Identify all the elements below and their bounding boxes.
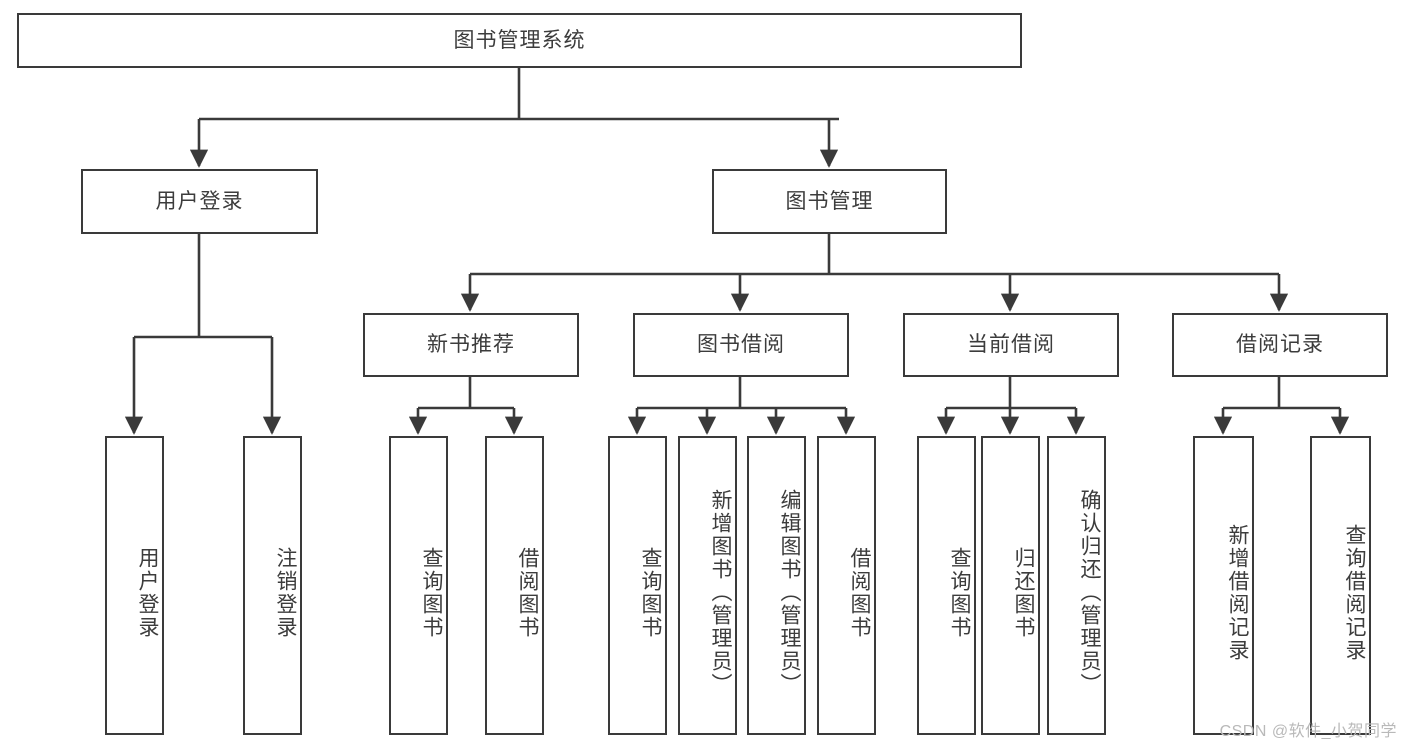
leaf-newbook-borrow-label: 借阅图书	[516, 546, 539, 639]
leaf-borrow-add-label: 新增图书（管理员）	[709, 489, 732, 696]
leaf-current-query-label: 查询图书	[948, 546, 971, 639]
node-book-borrow[interactable]: 图书借阅	[633, 313, 849, 377]
leaf-current-query[interactable]: 查询图书	[917, 436, 976, 735]
node-book-management-label: 图书管理	[785, 189, 874, 213]
leaf-borrow-edit[interactable]: 编辑图书（管理员）	[747, 436, 806, 735]
node-current-borrow-label: 当前借阅	[967, 333, 1055, 357]
leaf-current-confirm-label: 确认归还（管理员）	[1078, 489, 1101, 696]
node-new-book-recommend[interactable]: 新书推荐	[363, 313, 579, 377]
leaf-record-query[interactable]: 查询借阅记录	[1310, 436, 1371, 735]
leaf-user-logout-label: 注销登录	[274, 546, 297, 639]
leaf-newbook-query[interactable]: 查询图书	[389, 436, 448, 735]
node-user-login[interactable]: 用户登录	[81, 169, 318, 234]
leaf-newbook-borrow[interactable]: 借阅图书	[485, 436, 544, 735]
node-borrow-record-label: 借阅记录	[1236, 333, 1324, 357]
leaf-borrow-query[interactable]: 查询图书	[608, 436, 667, 735]
leaf-borrow-lend[interactable]: 借阅图书	[817, 436, 876, 735]
node-book-borrow-label: 图书借阅	[697, 333, 785, 357]
node-current-borrow[interactable]: 当前借阅	[903, 313, 1119, 377]
node-user-login-label: 用户登录	[155, 189, 244, 213]
leaf-user-logout[interactable]: 注销登录	[243, 436, 302, 735]
leaf-borrow-query-label: 查询图书	[639, 546, 662, 639]
leaf-record-query-label: 查询借阅记录	[1343, 523, 1366, 662]
leaf-borrow-lend-label: 借阅图书	[848, 546, 871, 639]
node-borrow-record[interactable]: 借阅记录	[1172, 313, 1388, 377]
leaf-current-confirm[interactable]: 确认归还（管理员）	[1047, 436, 1106, 735]
leaf-user-login-label: 用户登录	[136, 546, 159, 639]
leaf-current-return[interactable]: 归还图书	[981, 436, 1040, 735]
watermark: CSDN @软件_小贺同学	[1219, 723, 1397, 740]
leaf-record-add-label: 新增借阅记录	[1226, 523, 1249, 662]
leaf-borrow-edit-label: 编辑图书（管理员）	[778, 489, 801, 696]
node-book-management[interactable]: 图书管理	[712, 169, 947, 234]
leaf-user-login[interactable]: 用户登录	[105, 436, 164, 735]
leaf-record-add[interactable]: 新增借阅记录	[1193, 436, 1254, 735]
node-root-label: 图书管理系统	[453, 28, 586, 52]
node-new-book-recommend-label: 新书推荐	[427, 333, 515, 357]
leaf-newbook-query-label: 查询图书	[420, 546, 443, 639]
leaf-current-return-label: 归还图书	[1012, 546, 1035, 639]
node-root[interactable]: 图书管理系统	[17, 13, 1022, 68]
leaf-borrow-add[interactable]: 新增图书（管理员）	[678, 436, 737, 735]
